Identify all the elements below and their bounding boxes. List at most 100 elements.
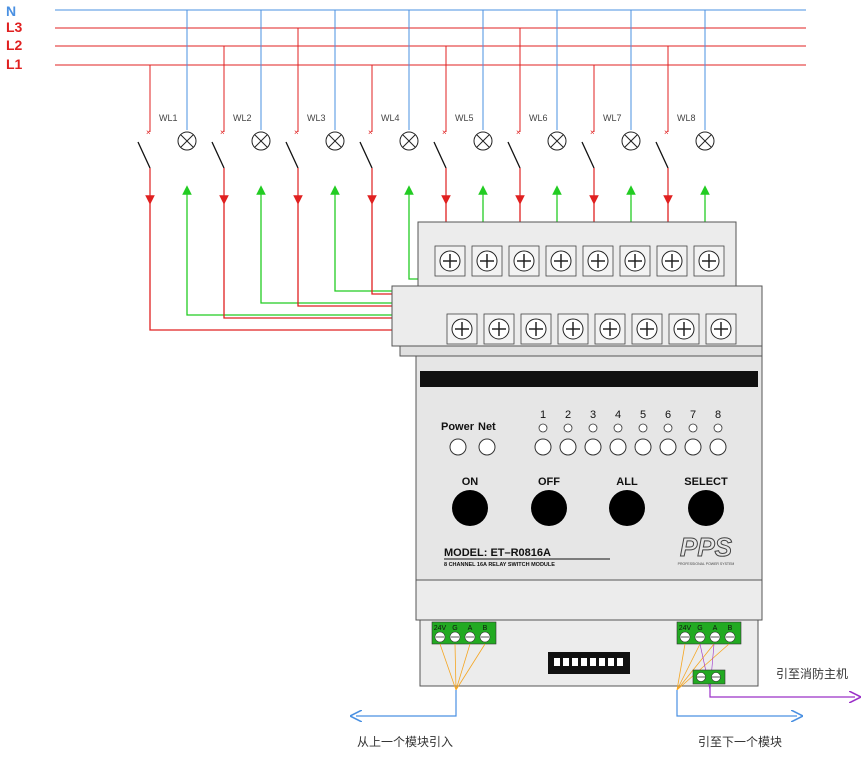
- channel-number-3: 3: [590, 409, 596, 421]
- to-fire-host-annotation: 引至消防主机: [776, 666, 848, 681]
- net-label: Net: [478, 421, 496, 433]
- lamp-cross-b-5: [476, 134, 490, 148]
- line-label-l1: L1: [6, 56, 23, 72]
- line-label-l3: L3: [6, 19, 23, 35]
- line-label-l2: L2: [6, 37, 23, 53]
- break-mark-3: ×: [294, 128, 299, 137]
- channel-label-5: WL5: [455, 113, 474, 123]
- relay-module: [391, 221, 763, 687]
- break-mark-7: ×: [590, 128, 595, 137]
- channel-button-3[interactable]: [584, 438, 602, 456]
- switch-3: [285, 141, 299, 169]
- lamp-cross-b-4: [402, 134, 416, 148]
- break-mark-6: ×: [516, 128, 521, 137]
- channel-number-4: 4: [615, 409, 621, 421]
- bus-label-right-2: G: [697, 625, 702, 632]
- brand-tagline: PROFESSIONAL POWER SYSTEM: [678, 562, 735, 566]
- dip-toggle-7[interactable]: [608, 658, 614, 666]
- channel-button-6[interactable]: [659, 438, 677, 456]
- lamp-cross-b-2: [254, 134, 268, 148]
- channel-label-4: WL4: [381, 113, 400, 123]
- channel-label-7: WL7: [603, 113, 622, 123]
- channel-led-8: [713, 423, 723, 433]
- line-label-n: N: [6, 3, 17, 19]
- switch-6: [507, 141, 521, 169]
- power-led: [449, 438, 467, 456]
- bus-terminal-left: 24V G A B: [431, 621, 497, 645]
- dip-toggle-2[interactable]: [563, 658, 569, 666]
- break-mark-1: ×: [146, 128, 151, 137]
- to-next-annotation: 引至下一个模块: [698, 735, 782, 749]
- dip-toggle-5[interactable]: [590, 658, 596, 666]
- top-terminals: [434, 245, 725, 277]
- bus-label-right-3: A: [713, 625, 718, 632]
- bus-label-left-4: B: [483, 625, 488, 632]
- channel-button-7[interactable]: [684, 438, 702, 456]
- channel-number-6: 6: [665, 409, 671, 421]
- channels-layer: ×WL1×WL2×WL3×WL4×WL5×WL6×WL7×WL8: [137, 10, 715, 205]
- lamp-cross-b-6: [550, 134, 564, 148]
- bus-label-left-2: G: [452, 625, 457, 632]
- brand-logo: PPS: [680, 532, 733, 562]
- channel-button-1[interactable]: [534, 438, 552, 456]
- lamp-cross-b-8: [698, 134, 712, 148]
- channel-led-6: [663, 423, 673, 433]
- power-label: Power: [441, 421, 475, 433]
- bus-terminal-right: 24V G A B: [676, 621, 742, 645]
- module-description: 8 CHANNEL 16A RELAY SWITCH MODULE: [444, 562, 555, 568]
- channel-led-5: [638, 423, 648, 433]
- channel-button-2[interactable]: [559, 438, 577, 456]
- channel-led-4: [613, 423, 623, 433]
- net-led: [478, 438, 496, 456]
- on-button-label: ON: [462, 476, 479, 488]
- channel-led-1: [538, 423, 548, 433]
- off-button[interactable]: [531, 490, 567, 526]
- select-button[interactable]: [688, 490, 724, 526]
- model-label: MODEL: ET–R0816A: [444, 547, 551, 559]
- switch-2: [211, 141, 225, 169]
- switch-5: [433, 141, 447, 169]
- lamp-cross-b-3: [328, 134, 342, 148]
- channel-number-8: 8: [715, 409, 721, 421]
- lamp-cross-b-1: [180, 134, 194, 148]
- channel-button-4[interactable]: [609, 438, 627, 456]
- dip-toggle-8[interactable]: [617, 658, 623, 666]
- off-button-label: OFF: [538, 476, 560, 488]
- select-button-label: SELECT: [684, 476, 728, 488]
- dip-toggle-3[interactable]: [572, 658, 578, 666]
- bus-wiring: [356, 643, 855, 716]
- channel-number-2: 2: [565, 409, 571, 421]
- channel-label-2: WL2: [233, 113, 252, 123]
- mid-terminals: [446, 313, 737, 345]
- on-button[interactable]: [452, 490, 488, 526]
- all-button[interactable]: [609, 490, 645, 526]
- channel-label-1: WL1: [159, 113, 178, 123]
- channel-led-2: [563, 423, 573, 433]
- switch-4: [359, 141, 373, 169]
- switch-7: [581, 141, 595, 169]
- all-button-label: ALL: [616, 476, 638, 488]
- bus-label-right-1: 24V: [679, 625, 692, 632]
- power-bus: [55, 9, 806, 66]
- bus-label-left-1: 24V: [434, 625, 447, 632]
- channel-led-7: [688, 423, 698, 433]
- bus-label-left-3: A: [468, 625, 473, 632]
- dip-switch[interactable]: [548, 652, 630, 674]
- bus-label-right-4: B: [728, 625, 733, 632]
- dip-toggle-1[interactable]: [554, 658, 560, 666]
- channel-button-8[interactable]: [709, 438, 727, 456]
- dip-toggle-4[interactable]: [581, 658, 587, 666]
- channel-number-5: 5: [640, 409, 646, 421]
- channel-button-5[interactable]: [634, 438, 652, 456]
- channel-number-7: 7: [690, 409, 696, 421]
- from-previous-annotation: 从上一个模块引入: [357, 735, 453, 749]
- break-mark-5: ×: [442, 128, 447, 137]
- break-mark-8: ×: [664, 128, 669, 137]
- dip-toggle-6[interactable]: [599, 658, 605, 666]
- lamp-cross-b-7: [624, 134, 638, 148]
- channel-label-3: WL3: [307, 113, 326, 123]
- channel-label-6: WL6: [529, 113, 548, 123]
- route-live-1: [149, 200, 462, 331]
